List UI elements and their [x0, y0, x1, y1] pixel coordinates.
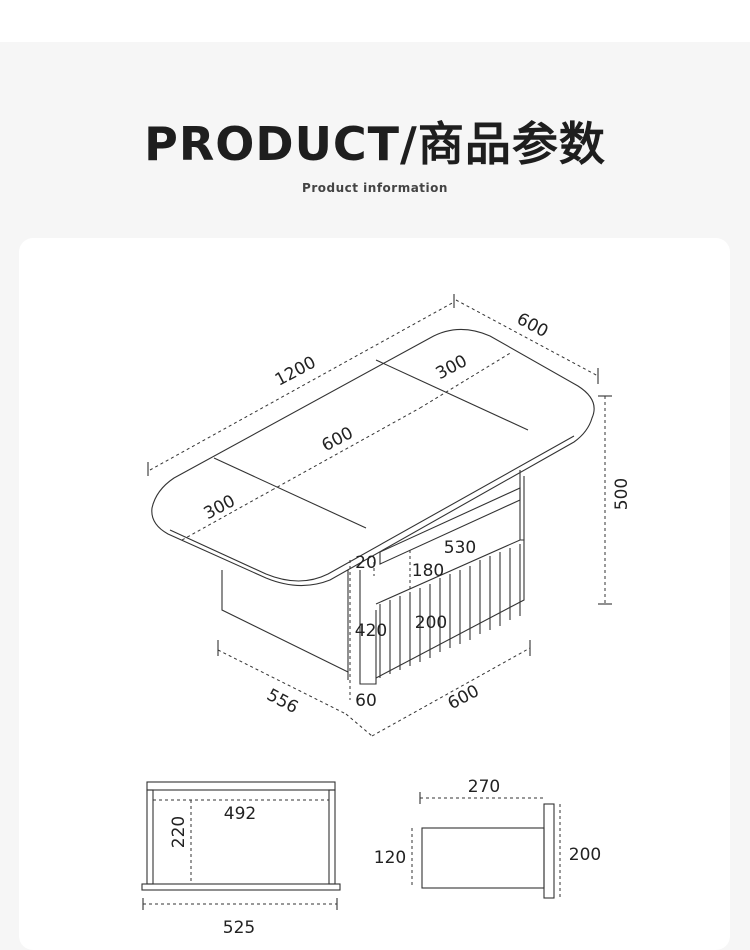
diagram-card [19, 238, 730, 950]
frame-outer-width-label: 525 [223, 918, 255, 938]
base-height-label: 60 [355, 691, 377, 711]
cabinet-height-label: 420 [355, 621, 387, 641]
length-label: 1200 [272, 353, 320, 391]
shelf-height-label: 180 [412, 561, 444, 581]
table-top-thickness [169, 435, 575, 582]
drawer-drawing [411, 792, 561, 899]
base-depth-label: 556 [263, 685, 301, 718]
frame-inner-width-label: 492 [224, 804, 256, 824]
table-drawing [151, 328, 595, 685]
frame-drawing [141, 781, 341, 910]
drawer-front-height-label: 200 [569, 845, 601, 865]
width-label: 600 [513, 309, 551, 342]
pedestal-front-panel [359, 570, 377, 685]
drawer-length-label: 270 [468, 777, 500, 797]
base-width-label: 600 [445, 681, 483, 714]
page-title: PRODUCT/商品参数 [144, 117, 606, 171]
right-section-label: 300 [433, 351, 471, 384]
table-top-outline [151, 328, 595, 587]
right-seam [375, 359, 529, 431]
page-subtitle: Product information [302, 181, 448, 195]
drawer-height-label-small: 120 [374, 848, 406, 868]
top-strip [0, 0, 750, 42]
fluted-drawer-front [379, 544, 521, 678]
height-label: 500 [612, 478, 632, 510]
frame-height-label: 220 [169, 816, 189, 848]
pedestal-left-outline [221, 570, 349, 673]
cabinet-width-label: 530 [444, 538, 476, 558]
cabinet-top-panel [379, 487, 521, 565]
main-dimension-lines [147, 294, 612, 737]
left-seam [213, 457, 367, 529]
panel-thickness-label: 20 [355, 553, 377, 573]
middle-section-label: 600 [319, 423, 357, 456]
drawer-height-label: 200 [415, 613, 447, 633]
